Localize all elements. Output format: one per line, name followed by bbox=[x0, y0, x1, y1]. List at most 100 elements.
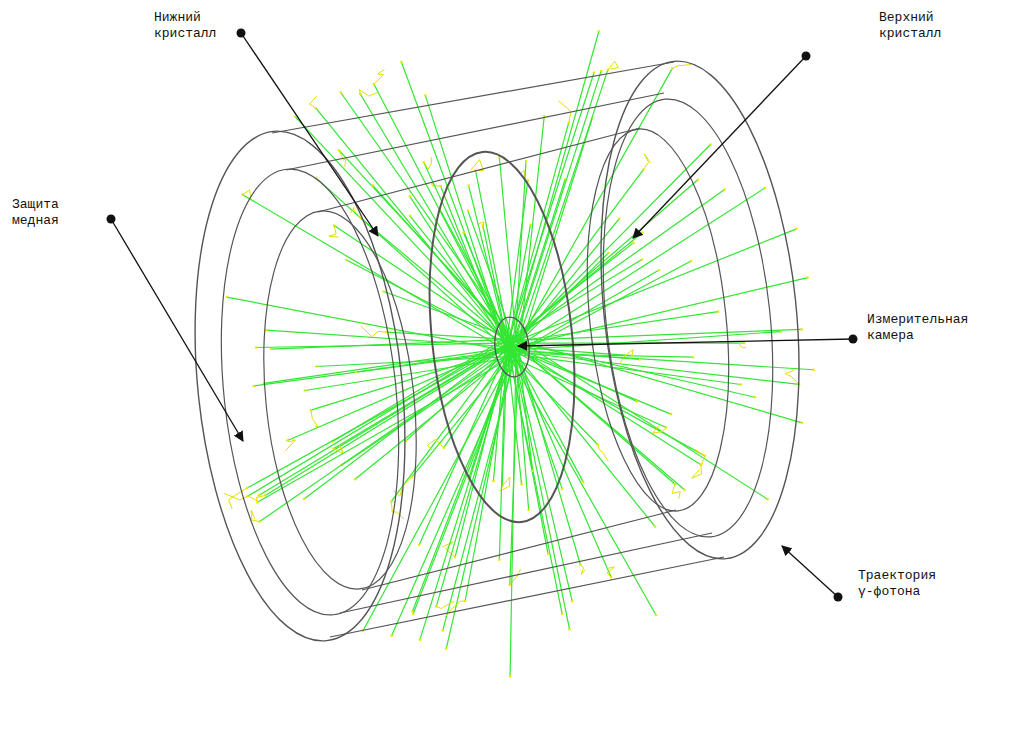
photon-track bbox=[360, 94, 508, 340]
photon-track bbox=[247, 343, 509, 488]
photon-track bbox=[339, 150, 515, 341]
part-label: Измерительная камера bbox=[866, 312, 977, 344]
interaction-point bbox=[717, 310, 720, 313]
interaction-point bbox=[801, 422, 804, 425]
leader-lines bbox=[107, 29, 858, 602]
electron-track bbox=[424, 157, 432, 169]
interaction-point bbox=[600, 70, 603, 73]
leader-line bbox=[782, 546, 838, 597]
interaction-point bbox=[492, 480, 495, 483]
interaction-point bbox=[462, 231, 465, 234]
photon-track bbox=[387, 332, 513, 339]
interaction-point bbox=[441, 629, 444, 632]
interaction-point bbox=[740, 383, 743, 386]
interaction-point bbox=[409, 195, 412, 198]
photon-track bbox=[507, 337, 802, 423]
interaction-point bbox=[345, 259, 348, 262]
interaction-point bbox=[409, 215, 412, 218]
interaction-point bbox=[445, 647, 448, 650]
electron-track bbox=[436, 602, 454, 609]
interaction-point bbox=[657, 269, 660, 272]
photon-track bbox=[420, 356, 508, 639]
electron-track bbox=[229, 488, 247, 509]
part-label: Защита медная bbox=[11, 197, 75, 229]
electron-track bbox=[359, 90, 378, 96]
photon-track bbox=[515, 338, 767, 500]
photon-track bbox=[260, 348, 511, 522]
cylinder-side bbox=[340, 533, 712, 613]
interaction-point bbox=[795, 228, 798, 231]
photon-track bbox=[499, 157, 516, 341]
interaction-point bbox=[390, 635, 393, 638]
interaction-point bbox=[354, 478, 357, 481]
leader-line bbox=[241, 33, 378, 236]
interaction-point bbox=[683, 488, 686, 491]
leader-dot bbox=[802, 52, 811, 61]
interaction-point bbox=[498, 558, 501, 561]
photon-track bbox=[464, 233, 514, 353]
interaction-point bbox=[806, 276, 809, 279]
electron-track bbox=[607, 567, 615, 577]
leader-dot bbox=[237, 29, 246, 38]
interaction-point bbox=[800, 328, 803, 331]
interaction-point bbox=[265, 329, 268, 332]
interaction-point bbox=[654, 525, 657, 528]
interaction-point bbox=[520, 483, 523, 486]
photon-track bbox=[333, 342, 510, 448]
interaction-point bbox=[754, 396, 757, 399]
interaction-point bbox=[467, 210, 470, 213]
photon-track bbox=[508, 73, 594, 341]
cylinder-edge bbox=[492, 315, 532, 378]
electron-track bbox=[598, 445, 609, 462]
electron-track bbox=[652, 426, 666, 433]
interaction-point bbox=[618, 217, 621, 220]
photon-track bbox=[510, 354, 598, 445]
cylinder-side bbox=[286, 93, 664, 170]
interaction-point bbox=[690, 260, 693, 263]
leader-line bbox=[111, 219, 243, 441]
interaction-point bbox=[258, 494, 261, 497]
part-label: Верхний кристалл bbox=[878, 10, 958, 42]
interaction-point bbox=[582, 481, 585, 484]
interaction-point bbox=[527, 509, 530, 512]
photon-track bbox=[316, 178, 505, 348]
interaction-point bbox=[655, 614, 658, 617]
electron-track bbox=[333, 445, 343, 453]
interaction-point bbox=[412, 613, 415, 616]
interaction-point bbox=[525, 160, 528, 163]
interaction-point bbox=[561, 613, 564, 616]
leader-dot bbox=[107, 215, 116, 224]
photon-track bbox=[476, 171, 509, 338]
interaction-point bbox=[339, 91, 342, 94]
leader-dot bbox=[849, 335, 858, 344]
electron-track bbox=[248, 495, 265, 501]
photon-track bbox=[516, 356, 562, 489]
electron-track bbox=[445, 601, 465, 617]
interaction-point bbox=[812, 368, 815, 371]
interaction-point bbox=[315, 365, 318, 368]
interaction-point bbox=[561, 488, 564, 491]
interaction-point bbox=[641, 231, 644, 234]
electron-track bbox=[643, 154, 650, 170]
cylinder-side bbox=[330, 557, 724, 637]
interaction-point bbox=[723, 188, 726, 191]
photon-track bbox=[512, 190, 724, 341]
interaction-point bbox=[598, 30, 601, 33]
interaction-point bbox=[571, 600, 574, 603]
photon-track bbox=[363, 355, 513, 631]
cylinder-edge bbox=[413, 145, 591, 530]
part-label: Траектория γ-фотона bbox=[857, 568, 953, 600]
photon-track bbox=[304, 345, 508, 499]
cylinder-edge bbox=[570, 122, 745, 518]
interaction-point bbox=[467, 184, 470, 187]
interaction-point bbox=[709, 143, 712, 146]
electron-track bbox=[361, 326, 387, 337]
cylinder-side bbox=[272, 62, 674, 133]
photon-track bbox=[507, 278, 808, 349]
interaction-point bbox=[418, 543, 421, 546]
electron-track bbox=[309, 96, 316, 109]
photon-track bbox=[510, 356, 516, 676]
interaction-point bbox=[294, 115, 297, 118]
interaction-point bbox=[692, 356, 695, 359]
